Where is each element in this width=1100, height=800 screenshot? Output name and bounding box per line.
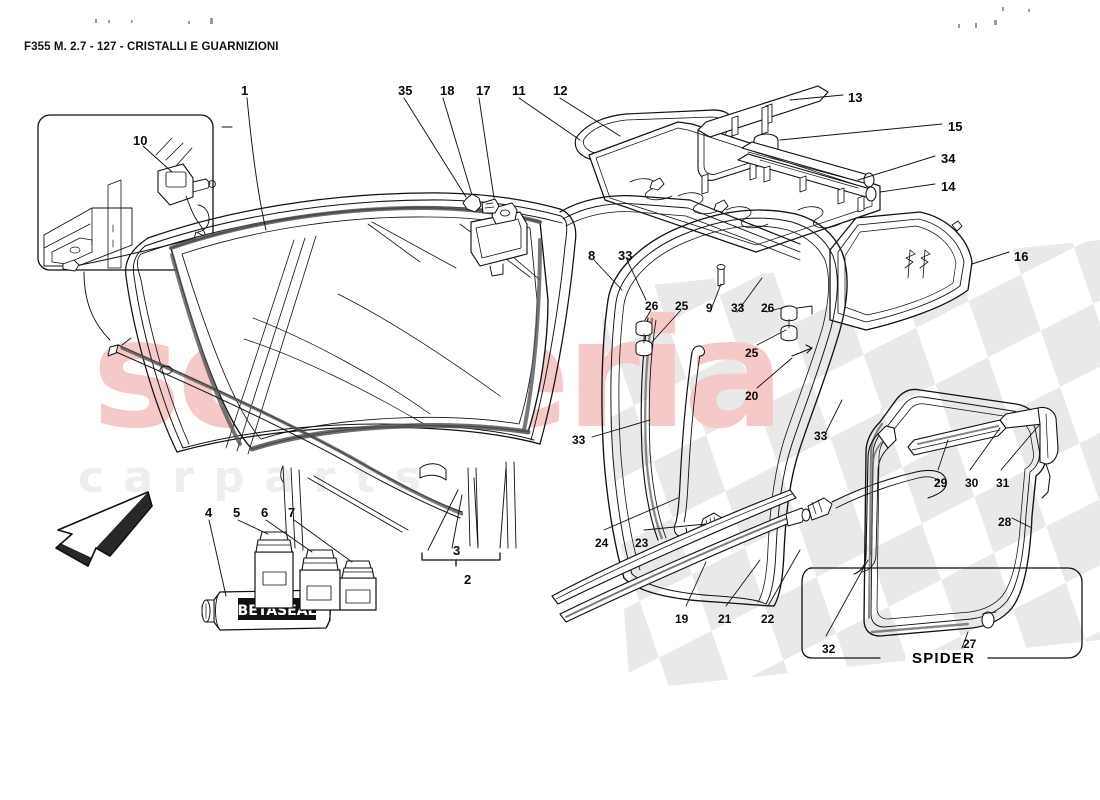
callout-32: 32	[822, 642, 836, 656]
callout-20: 20	[745, 389, 759, 403]
callout-33-b: 33	[731, 301, 745, 315]
callout-11: 11	[512, 83, 526, 98]
direction-arrow	[55, 491, 153, 567]
rear-window-assembly	[559, 109, 881, 261]
callout-17: 17	[476, 83, 491, 98]
callout-24: 24	[595, 536, 609, 550]
callout-4: 4	[205, 505, 213, 520]
callout-28: 28	[998, 515, 1012, 529]
page-title: F355 M. 2.7 - 127 - CRISTALLI E GUARNIZI…	[24, 41, 279, 53]
callout-27: 27	[963, 637, 977, 651]
callout-15: 15	[948, 119, 963, 134]
callout-29: 29	[934, 476, 948, 490]
callout-13: 13	[848, 90, 863, 105]
callout-31: 31	[996, 476, 1010, 490]
callout-19: 19	[675, 612, 689, 626]
callout-35: 35	[398, 83, 413, 98]
spider-inset-label: SPIDER	[905, 650, 983, 667]
callout-8: 8	[588, 248, 596, 263]
roof-frame-rails	[697, 85, 877, 213]
callout-10: 10	[133, 133, 148, 148]
callout-26-a: 26	[645, 299, 659, 313]
callout-6: 6	[261, 505, 269, 520]
callout-21: 21	[718, 612, 732, 626]
callout-9: 9	[706, 301, 713, 315]
callout-25-a: 25	[675, 299, 689, 313]
callout-23: 23	[635, 536, 649, 550]
callout-2: 2	[464, 572, 472, 587]
callout-14: 14	[941, 179, 956, 194]
sealant-products: BETASEAL	[201, 531, 377, 631]
callout-25-b: 25	[745, 346, 759, 360]
callout-18: 18	[440, 83, 455, 98]
callout-12: 12	[553, 83, 568, 98]
callout-16: 16	[1014, 249, 1029, 264]
spider-door-seals	[853, 388, 1059, 637]
callout-26-b: 26	[761, 301, 775, 315]
callout-3: 3	[453, 543, 461, 558]
callout-34: 34	[941, 151, 956, 166]
callout-7: 7	[288, 505, 296, 520]
callout-33-d: 33	[814, 429, 828, 443]
rearview-mirror	[462, 193, 528, 277]
callout-5: 5	[233, 505, 241, 520]
fastener-cluster-right	[780, 305, 813, 342]
callout-1: 1	[241, 83, 249, 98]
callout-33-c: 33	[572, 433, 586, 447]
inset-spider	[801, 567, 1083, 659]
callout-30: 30	[965, 476, 979, 490]
callout-33-a: 33	[618, 248, 633, 263]
quarter-glass	[829, 211, 973, 331]
callout-22: 22	[761, 612, 775, 626]
group-bracket-2	[421, 467, 507, 567]
